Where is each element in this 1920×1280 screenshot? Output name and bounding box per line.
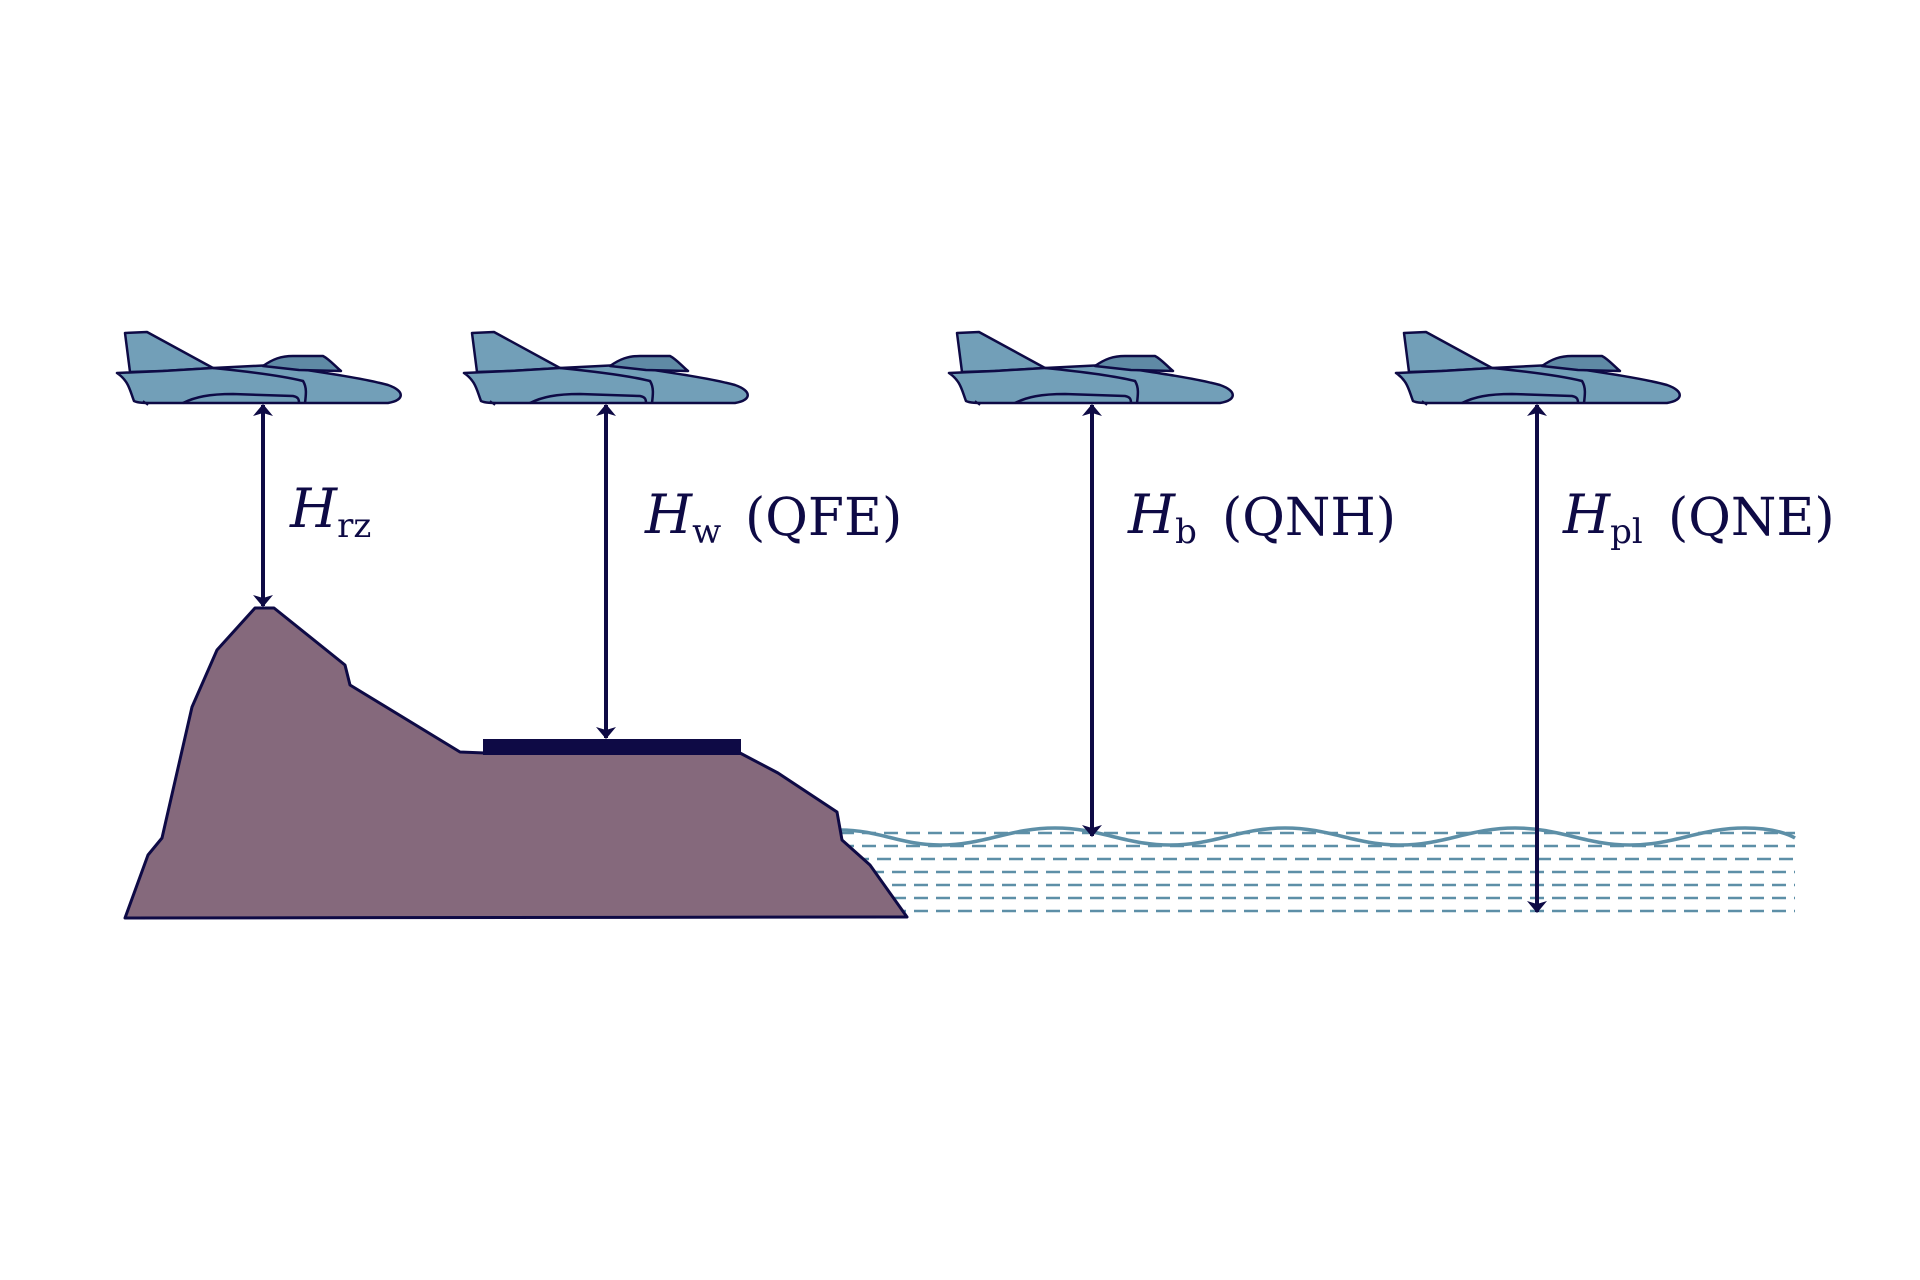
label-hrz: Hrz — [289, 477, 371, 546]
label-hw: Hw — [644, 483, 721, 552]
airplane-icon — [462, 330, 749, 407]
mountain-terrain — [123, 606, 909, 920]
label-hw-code: (QFE) — [745, 488, 902, 548]
label-hpl: Hpl — [1562, 483, 1643, 552]
airplane-icon — [947, 330, 1234, 407]
runway — [483, 739, 741, 755]
label-hpl-code: (QNE) — [1668, 488, 1835, 548]
sea-surface — [839, 826, 1796, 913]
label-hb-code: (QNH) — [1222, 488, 1396, 548]
airplane-icon — [115, 330, 402, 407]
label-hb: Hb — [1127, 483, 1197, 552]
airplane-icon — [1394, 330, 1681, 407]
